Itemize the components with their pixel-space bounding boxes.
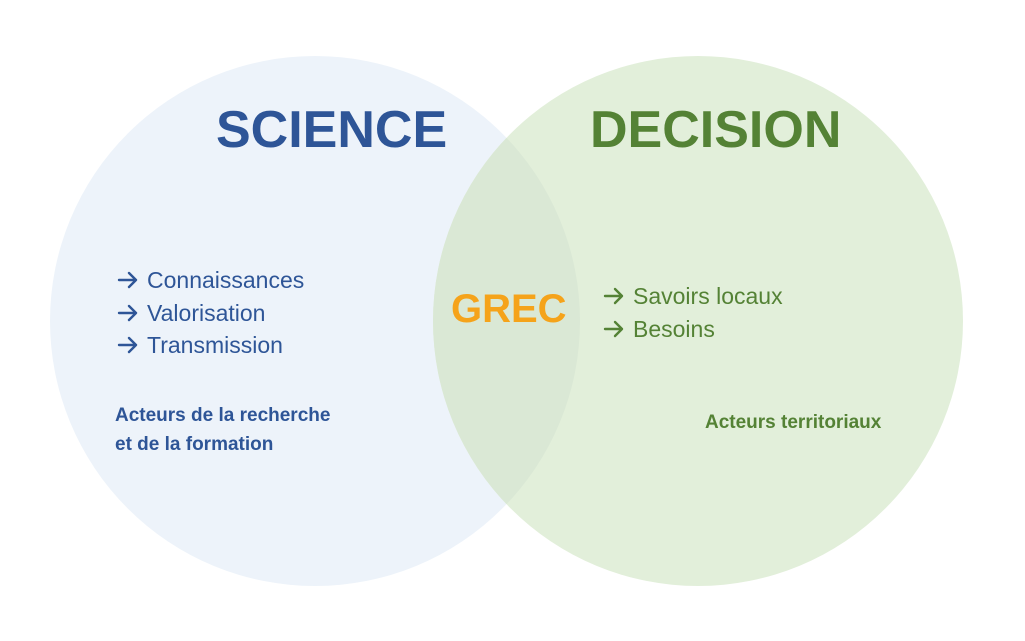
- list-item: Transmission: [117, 329, 304, 362]
- science-actors-line-1: Acteurs de la recherche: [115, 405, 331, 426]
- decision-circle: [433, 56, 963, 586]
- list-item: Valorisation: [117, 297, 304, 330]
- science-actors-line-2: et de la formation: [115, 434, 274, 455]
- list-item: Savoirs locaux: [603, 280, 783, 313]
- bullet-text: Savoirs locaux: [633, 283, 783, 309]
- list-item: Connaissances: [117, 264, 304, 297]
- bullet-text: Valorisation: [147, 299, 266, 326]
- bullet-text: Connaissances: [147, 267, 305, 293]
- right-arrow-icon: [603, 287, 625, 305]
- intersection-label: GREC: [451, 287, 567, 331]
- science-actors: Acteurs de la recherche et de la formati…: [115, 401, 330, 459]
- decision-actors: Acteurs territoriaux: [705, 412, 882, 433]
- science-bullet-list: Connaissances Valorisation Transmission: [117, 264, 304, 362]
- decision-bullet-list: Savoirs locaux Besoins: [603, 280, 783, 345]
- right-arrow-icon: [117, 304, 139, 322]
- science-title: SCIENCE: [216, 101, 448, 159]
- right-arrow-icon: [117, 271, 139, 289]
- list-item: Besoins: [603, 313, 783, 346]
- right-arrow-icon: [603, 320, 625, 338]
- science-circle: [50, 56, 580, 586]
- bullet-text: Besoins: [633, 315, 715, 342]
- right-arrow-icon: [117, 336, 139, 354]
- decision-title: DECISION: [590, 101, 842, 159]
- bullet-text: Transmission: [147, 332, 283, 358]
